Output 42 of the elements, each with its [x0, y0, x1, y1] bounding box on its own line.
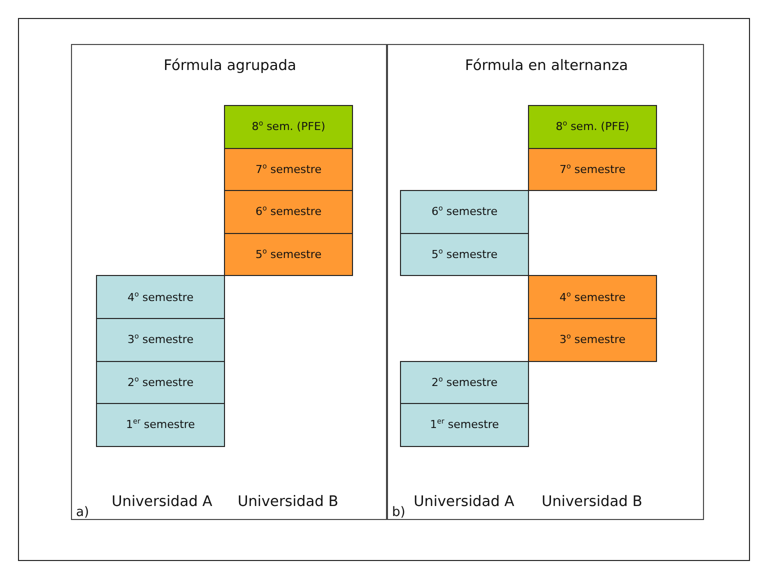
semester-label: 6$^{o}$ semestre [432, 205, 498, 218]
semester-box [96, 275, 225, 319]
semester-label: 5$^{o}$ semestre [256, 248, 322, 262]
column-label: Universidad B [236, 494, 340, 510]
semester-box [224, 190, 353, 234]
semester-label: 6$^{o}$ semestre [256, 205, 322, 218]
semester-box [224, 148, 353, 192]
semester-box [528, 148, 657, 192]
semester-label: 7$^{o}$ semestre [256, 162, 322, 176]
semester-box [96, 403, 225, 447]
column-label: Universidad A [412, 494, 516, 510]
panel-frame [71, 44, 387, 520]
panel-title: Fórmula agrupada [162, 58, 298, 74]
semester-box [400, 403, 529, 447]
semester-label: 3$^{o}$ semestre [128, 333, 194, 346]
semester-box [96, 360, 225, 404]
semester-box [400, 232, 529, 276]
semester-box [528, 105, 657, 149]
semester-label: 8$^{o}$ sem. (PFE) [556, 120, 630, 134]
semester-box [400, 360, 529, 404]
semester-label: 2$^{o}$ semestre [128, 376, 194, 389]
semester-box [224, 105, 353, 149]
panel-title: Fórmula en alternanza [464, 58, 629, 74]
semester-label: 2$^{o}$ semestre [432, 376, 498, 389]
semester-box [224, 232, 353, 276]
semester-label: 3$^{o}$ semestre [560, 333, 626, 346]
semester-label: 5$^{o}$ semestre [432, 248, 498, 262]
semester-box [96, 318, 225, 362]
column-label: Universidad B [540, 494, 644, 510]
semester-box [528, 318, 657, 362]
panel-frame [387, 44, 704, 520]
semester-label: 1$^{er}$ semestre [430, 418, 499, 432]
semester-label: 4$^{o}$ semestre [560, 290, 626, 304]
semester-label: 7$^{o}$ semestre [560, 162, 626, 176]
semester-label: 1$^{er}$ semestre [126, 418, 195, 432]
column-label: Universidad A [110, 494, 214, 510]
semester-box [528, 275, 657, 319]
semester-label: 4$^{o}$ semestre [128, 290, 194, 304]
semester-box [400, 190, 529, 234]
semester-label: 8$^{o}$ sem. (PFE) [252, 120, 326, 134]
panel-letter: b) [392, 505, 406, 520]
panel-letter: a) [76, 505, 90, 520]
